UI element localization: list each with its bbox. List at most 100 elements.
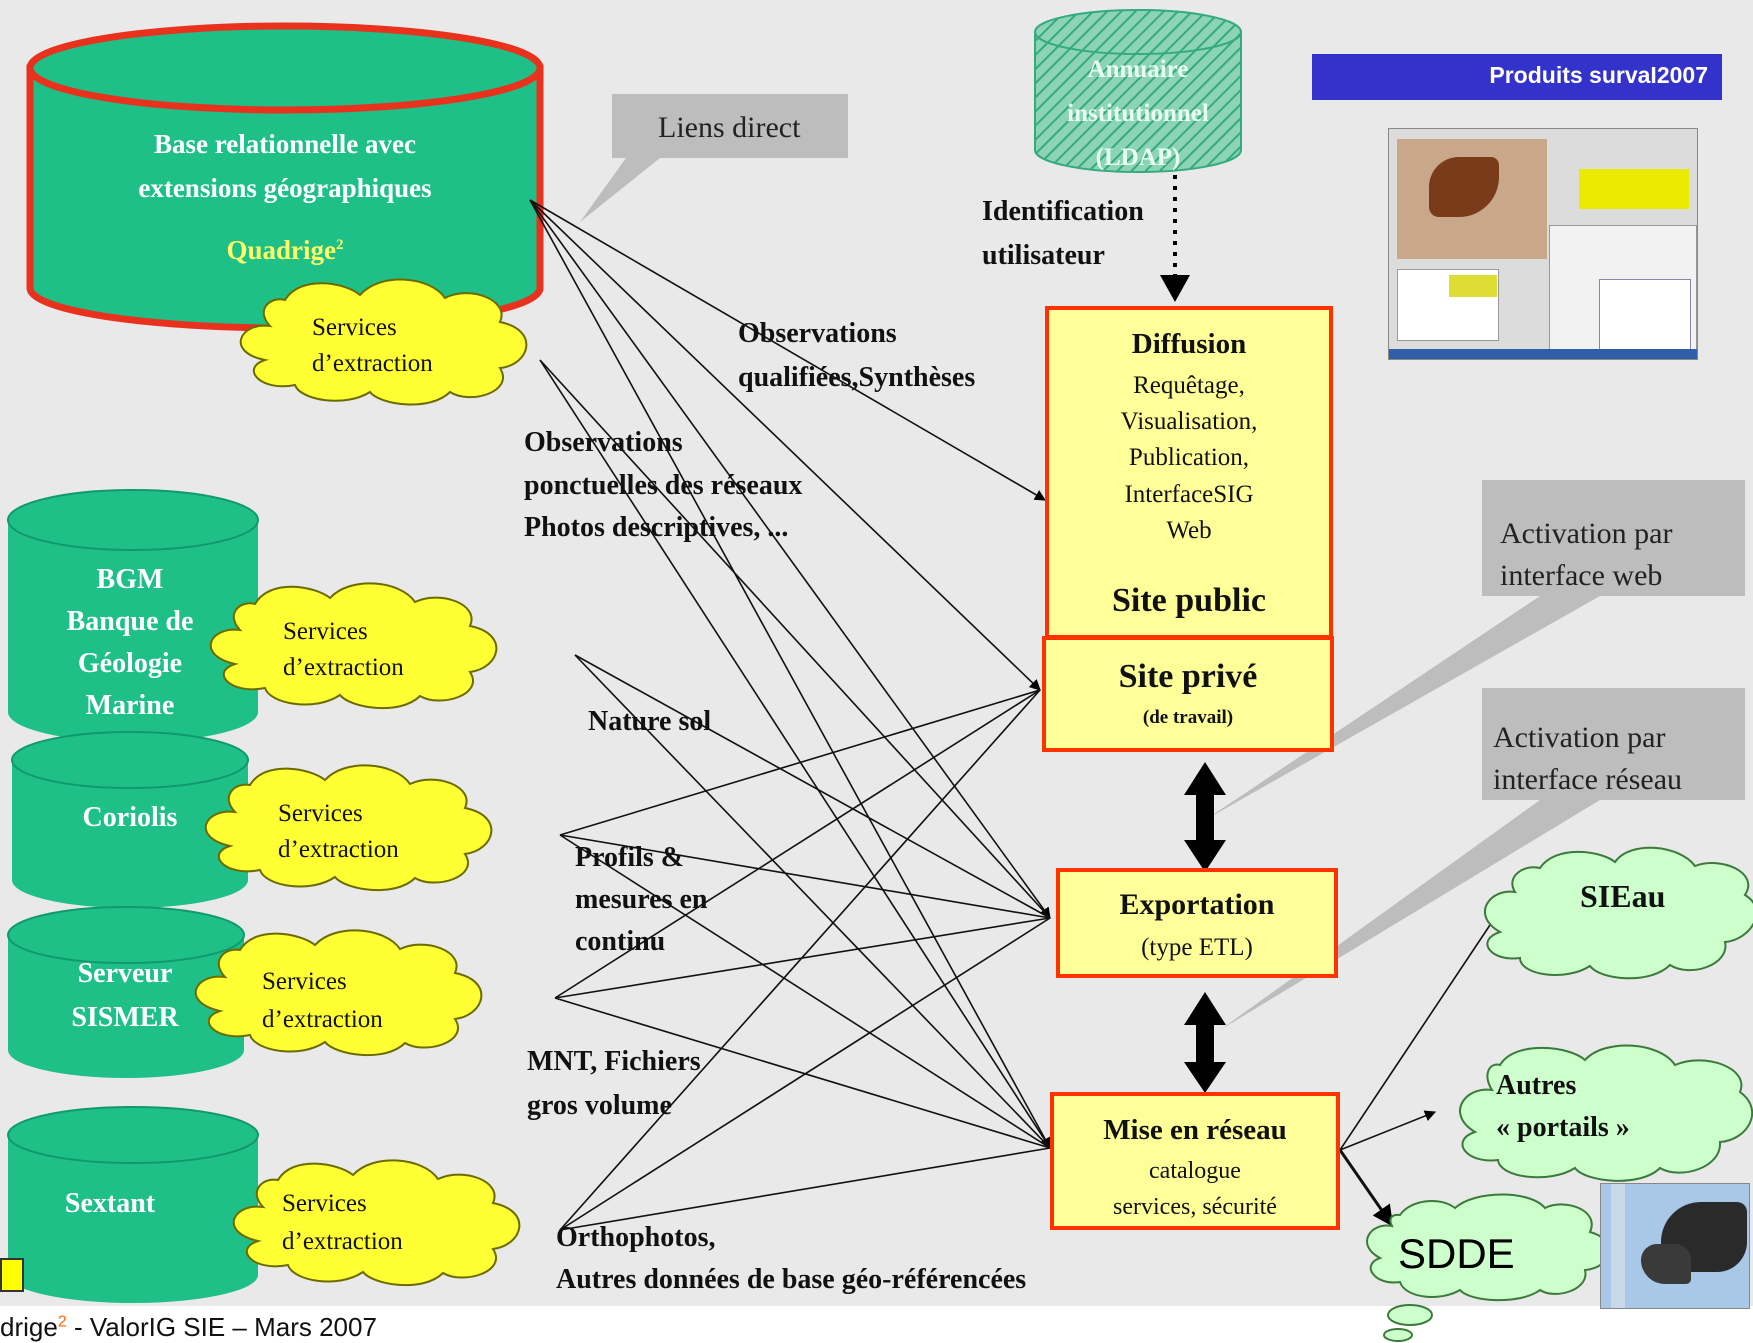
- box-exportation: [1056, 868, 1338, 978]
- label-identification: Identification: [982, 196, 1144, 227]
- diffusion-line4: InterfaceSIG: [1124, 481, 1254, 508]
- line-sextant-export: [559, 917, 1051, 1231]
- label-mnt-2: gros volume: [527, 1090, 672, 1121]
- output-clouds: [1366, 846, 1753, 1342]
- line-sismer-prive: [554, 689, 1041, 999]
- autres-label-2: « portails »: [1496, 1112, 1630, 1143]
- label-utilisateur: utilisateur: [982, 240, 1105, 271]
- diffusion-line2: Visualisation,: [1120, 408, 1258, 435]
- quadrige-name-sup: 2: [336, 237, 344, 253]
- mise-en-reseau-title: Mise en réseau: [1103, 1114, 1287, 1146]
- double-arrows: [1184, 762, 1226, 1093]
- diffusion-line3: Publication,: [1128, 444, 1250, 471]
- line-coriolis-prive: [559, 689, 1041, 836]
- double-arrow-prive-export: [1184, 762, 1226, 872]
- sismer-line1: Serveur: [77, 958, 173, 989]
- line-reseau-sieau: [1339, 909, 1501, 1151]
- coriolis-name: Coriolis: [82, 802, 178, 833]
- database-sextant: [7, 1106, 259, 1303]
- line-bgm-reseau: [574, 654, 1051, 1149]
- line-quadsvc-reseau: [539, 359, 1051, 1149]
- services-quadrige-line1: Services: [312, 314, 397, 341]
- label-observations-qualifiees-2: qualifiées,Synthèses: [738, 362, 976, 393]
- autres-label-1: Autres: [1496, 1070, 1577, 1101]
- ldap-line1: Annuaire: [1087, 56, 1189, 83]
- cloud-services-sextant: [232, 1159, 521, 1287]
- quadrige-line1: Base relationnelle avec: [154, 129, 416, 159]
- callout-liens-direct-text: Liens direct: [658, 111, 801, 144]
- services-sextant-line1: Services: [282, 1190, 367, 1217]
- label-orthophotos: Orthophotos,: [556, 1222, 716, 1253]
- services-quadrige-line2: d’extraction: [312, 350, 433, 377]
- line-sextant-reseau: [559, 1147, 1051, 1231]
- box-site-prive: [1042, 636, 1334, 752]
- line-sextant-prive: [559, 689, 1041, 1231]
- line-reseau-autres: [1339, 1110, 1437, 1151]
- line-quadrige-diffusion: [529, 199, 1046, 501]
- services-bgm-line2: d’extraction: [283, 654, 404, 681]
- label-profils-3: continu: [575, 926, 666, 957]
- label-observations-ponctuelles-1: Observations: [524, 427, 683, 458]
- callout-activation-web: [1205, 480, 1745, 820]
- slide-footer: drige2 - ValorIG SIE – Mars 2007: [0, 1312, 377, 1343]
- callout-activation-reseau: [1220, 688, 1745, 1030]
- line-quadrige-prive: [529, 199, 1041, 691]
- label-observations-ponctuelles-2: ponctuelles des réseaux: [524, 470, 803, 501]
- line-bgm-export: [574, 654, 1051, 919]
- quadrige-line2: extensions géographiques: [138, 173, 432, 203]
- callout-web-line2: interface web: [1500, 559, 1663, 592]
- connector-lines: [529, 199, 1501, 1231]
- site-prive-sub: (de travail): [1142, 707, 1234, 728]
- label-profils-2: mesures en: [575, 884, 708, 915]
- label-profils-1: Profils &: [575, 842, 685, 873]
- double-arrow-export-reseau: [1184, 992, 1226, 1093]
- diffusion-title: Diffusion: [1131, 328, 1247, 360]
- diffusion-line1: Requêtage,: [1133, 372, 1245, 399]
- label-mnt-1: MNT, Fichiers: [527, 1046, 701, 1077]
- cloud-services-coriolis: [204, 764, 493, 892]
- database-ldap: [1034, 9, 1242, 173]
- cloud-autres-portails: [1459, 1044, 1753, 1182]
- diffusion-site-public: Site public: [1112, 582, 1266, 619]
- quadrige-name-text: Quadrige: [226, 235, 336, 265]
- line-quadrige-reseau: [529, 199, 1051, 1149]
- ldap-line2: institutionnel: [1067, 100, 1209, 127]
- sdde-label: SDDE: [1398, 1230, 1515, 1277]
- footer-sup: 2: [57, 1313, 67, 1331]
- exportation-sub: (type ETL): [1141, 934, 1253, 961]
- cloud-sdde-bubble-2: [1383, 1328, 1413, 1342]
- callout-liens-direct: [580, 94, 848, 222]
- services-sismer-line2: d’extraction: [262, 1006, 383, 1033]
- services-coriolis-line1: Services: [278, 800, 363, 827]
- database-bgm: [7, 489, 259, 742]
- services-sismer-line1: Services: [262, 968, 347, 995]
- label-photos-descriptives: Photos descriptives, ...: [524, 512, 789, 543]
- cloud-services-sismer: [194, 929, 483, 1057]
- line-coriolis-reseau: [559, 834, 1051, 1149]
- box-diffusion: [1045, 306, 1333, 639]
- callout-reseau-line1: Activation par: [1493, 721, 1666, 754]
- survaI2007-screenshot: [1388, 128, 1698, 360]
- line-coriolis-export: [559, 834, 1051, 919]
- ldap-line3: (LDAP): [1095, 144, 1181, 171]
- cloud-sdde-bubble-1: [1387, 1304, 1433, 1326]
- line-reseau-sdde: [1338, 1149, 1394, 1227]
- sextant-name: Sextant: [64, 1188, 156, 1219]
- line-quadrige-export: [529, 199, 1051, 919]
- service-clouds: [194, 278, 528, 1287]
- bgm-line4: Marine: [85, 690, 175, 721]
- callout-reseau-line2: interface réseau: [1493, 763, 1683, 796]
- exportation-title: Exportation: [1119, 888, 1275, 921]
- database-coriolis: [11, 731, 249, 908]
- box-mise-en-reseau: [1050, 1092, 1340, 1230]
- bgm-line1: BGM: [96, 564, 164, 595]
- label-autres-donnees: Autres données de base géo-référencées: [556, 1264, 1027, 1295]
- quadrige-name: Quadrige2: [80, 234, 490, 268]
- europe-map-thumbnail: [1600, 1183, 1750, 1309]
- cloud-sieau: [1484, 846, 1753, 980]
- cloud-services-quadrige: [239, 278, 528, 406]
- mise-en-reseau-line1: catalogue: [1149, 1158, 1241, 1184]
- cloud-services-bgm: [209, 582, 498, 710]
- bgm-line3: Géologie: [77, 648, 183, 679]
- diffusion-line5: Web: [1166, 517, 1212, 544]
